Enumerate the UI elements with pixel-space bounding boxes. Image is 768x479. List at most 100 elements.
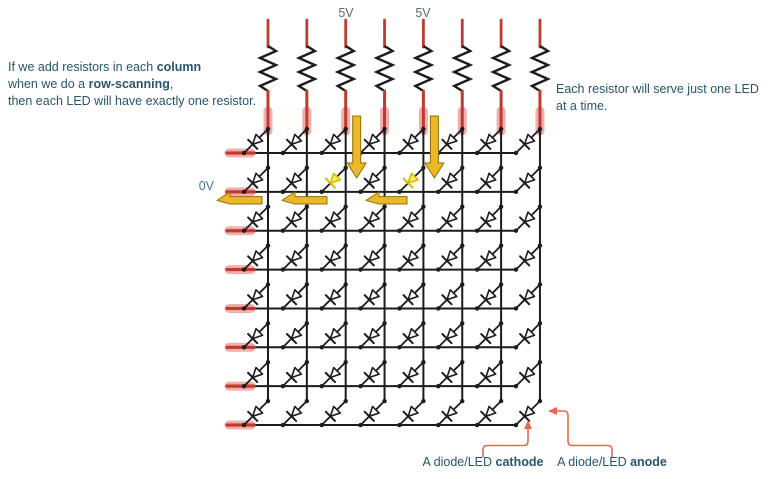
- junction-dot: [358, 422, 363, 428]
- junction-dot: [280, 422, 286, 428]
- junction-dot: [498, 398, 504, 404]
- resistor-icon: [257, 44, 279, 93]
- anode-callout-line: [548, 407, 613, 457]
- junction-dot: [474, 306, 480, 311]
- anode-label: A diode/LED anode: [548, 455, 676, 469]
- led-cathode-bar: [519, 138, 531, 150]
- junction-dot: [537, 126, 543, 132]
- junction-dot: [537, 359, 543, 365]
- led-diode-icon: [523, 211, 536, 223]
- junction-dot: [421, 165, 426, 171]
- led-cathode-bar: [363, 216, 375, 228]
- led-diode-icon: [251, 405, 264, 418]
- led-cathode-bar: [480, 294, 492, 306]
- led-diode-icon: [329, 133, 342, 146]
- current-down-arrow-icon: [424, 115, 445, 179]
- led-cathode-bar: [480, 410, 492, 422]
- led-cathode-bar: [519, 294, 531, 306]
- junction-dot: [358, 189, 363, 195]
- led-cathode-bar: [402, 371, 414, 384]
- led-diode-icon: [251, 366, 264, 379]
- junction-dot: [280, 150, 286, 156]
- led-diode-icon: [290, 211, 303, 223]
- junction-dot: [513, 228, 519, 233]
- led-cathode-bar: [480, 177, 492, 189]
- junction-dot: [265, 126, 271, 132]
- junction-dot: [513, 150, 519, 156]
- junction-dot: [498, 126, 504, 132]
- junction-dot: [358, 267, 363, 272]
- junction-dot: [304, 243, 310, 248]
- led-cathode-bar: [324, 410, 336, 422]
- left-explanation-note: If we add resistors in each column when …: [8, 59, 260, 110]
- junction-dot: [498, 204, 504, 209]
- left-note-text: then each LED will have exactly one resi…: [8, 94, 257, 108]
- junction-dot: [436, 345, 441, 350]
- cathode-label-text: A diode/LED: [422, 455, 496, 469]
- junction-dot: [474, 422, 480, 428]
- junction-dot: [513, 345, 519, 350]
- led-diode-icon: [368, 405, 380, 418]
- junction-dot: [460, 321, 465, 326]
- led-diode-icon: [251, 289, 264, 301]
- junction-dot: [304, 126, 310, 132]
- junction-dot: [280, 383, 286, 389]
- led-diode-icon: [368, 289, 380, 301]
- junction-dot: [280, 228, 286, 233]
- led-diode-icon: [407, 250, 419, 262]
- led-diode-icon: [446, 172, 458, 184]
- led-cathode-bar: [480, 333, 492, 345]
- led-cathode-bar: [363, 294, 375, 306]
- led-diode-icon: [523, 405, 536, 418]
- led-cathode-bar: [324, 138, 336, 150]
- junction-dot: [343, 398, 348, 404]
- current-down-arrow-icon: [346, 115, 367, 179]
- junction-dot: [460, 359, 465, 365]
- led-cathode-bar: [324, 294, 336, 306]
- led-diode-icon: [485, 250, 497, 262]
- led-diode-icon: [523, 366, 536, 379]
- junction-dot: [498, 282, 504, 287]
- junction-dot: [358, 228, 363, 233]
- led-cathode-bar: [247, 371, 259, 384]
- led-diode-icon: [407, 405, 419, 418]
- led-cathode-bar: [519, 410, 531, 422]
- current-left-arrow-icon: [365, 191, 408, 205]
- led-diode-icon: [368, 172, 380, 184]
- led-diode-icon: [329, 327, 342, 340]
- cathode-callout-arrowhead: [524, 420, 532, 429]
- junction-dot: [304, 204, 310, 209]
- supply-voltage-label-col5: 5V: [415, 6, 431, 20]
- led-cathode-bar: [363, 138, 375, 150]
- junction-dot: [265, 359, 271, 365]
- junction-dot: [382, 243, 387, 248]
- led-diode-icon: [329, 366, 342, 379]
- led-diode-icon: [446, 327, 458, 340]
- junction-dot: [421, 398, 426, 404]
- junction-dot: [474, 267, 480, 272]
- resistor-icon: [490, 44, 513, 93]
- junction-dot: [304, 398, 310, 404]
- led-diode-icon: [290, 366, 303, 379]
- led-cathode-bar: [402, 294, 414, 306]
- junction-dot: [241, 150, 247, 156]
- led-cathode-bar: [363, 333, 375, 345]
- junction-dot: [421, 282, 426, 287]
- led-cathode-bar: [324, 216, 336, 228]
- junction-dot: [513, 422, 519, 428]
- left-note-bold-row-scanning: row-scanning: [88, 77, 170, 91]
- junction-dot: [537, 398, 543, 404]
- junction-dot: [498, 359, 504, 365]
- led-cathode-bar: [402, 177, 414, 189]
- led-cathode-bar: [519, 371, 531, 384]
- led-cathode-bar: [247, 177, 259, 189]
- junction-dot: [280, 189, 286, 195]
- junction-dot: [319, 228, 324, 233]
- led-cathode-bar: [363, 255, 375, 267]
- junction-dot: [460, 204, 465, 209]
- junction-dot: [319, 422, 324, 428]
- led-diode-icon: [446, 250, 458, 262]
- led-cathode-bar: [247, 255, 259, 267]
- led-diode-icon: [368, 133, 380, 146]
- led-cathode-bar: [519, 177, 531, 189]
